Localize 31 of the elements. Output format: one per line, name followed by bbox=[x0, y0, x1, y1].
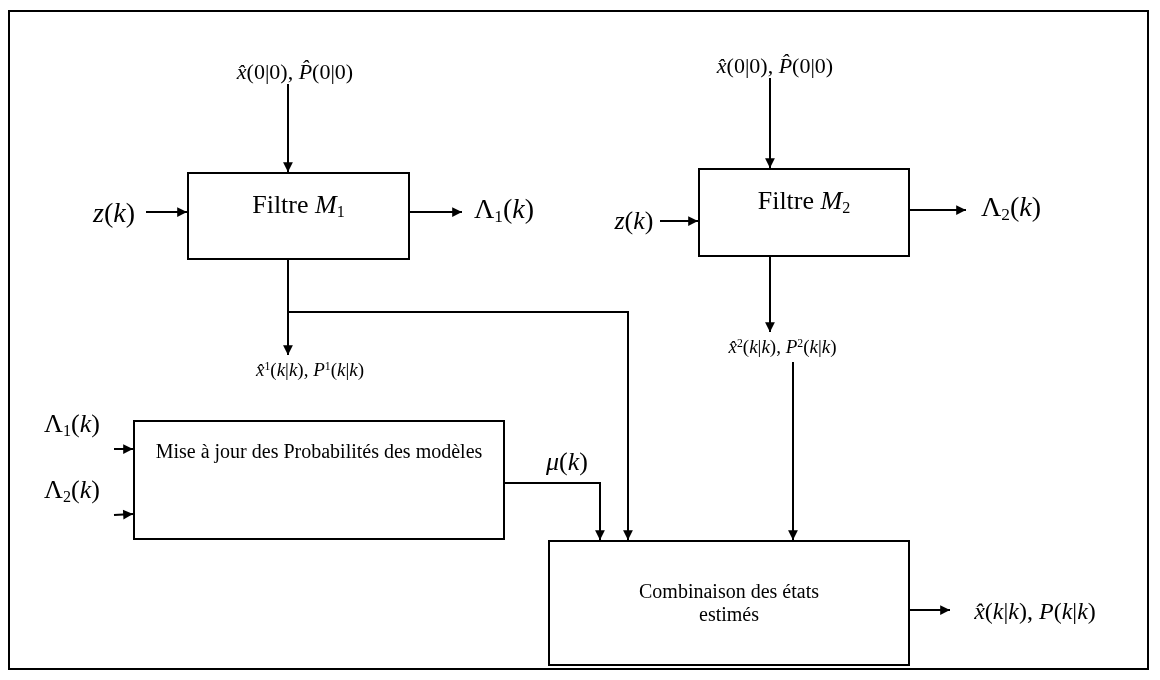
box-text: Combinaison des états estimés bbox=[638, 580, 820, 626]
math-label: x̂(k|k), P(k|k) bbox=[974, 598, 1096, 626]
arrow bbox=[909, 605, 951, 615]
arrow bbox=[113, 444, 134, 454]
arrow bbox=[504, 482, 605, 541]
box-text: Filtre M$_{2}$ bbox=[757, 186, 851, 218]
arrow bbox=[409, 207, 463, 217]
math-label: x̂$^{1}$(k|k), P$^{1}$(k|k) bbox=[256, 359, 364, 381]
arrow bbox=[765, 256, 775, 333]
box-text: Filtre M$_{1}$ bbox=[252, 190, 345, 222]
arrow bbox=[788, 361, 798, 541]
math-label: x̂$^{2}$(k|k), P$^{2}$(k|k) bbox=[728, 336, 837, 358]
math-label: z(k) bbox=[93, 196, 135, 230]
math-label: Λ$_{1}$(k) bbox=[473, 192, 535, 228]
arrow bbox=[909, 205, 967, 215]
math-label: Λ$_{2}$(k) bbox=[980, 190, 1042, 226]
math-label: x̂(0|0), P̂(0|0) bbox=[716, 52, 834, 78]
math-label: Λ$_{2}$(k) bbox=[44, 475, 100, 507]
math-label: Λ$_{1}$(k) bbox=[44, 409, 100, 441]
math-label: x̂(0|0), P̂(0|0) bbox=[236, 58, 354, 84]
process-box bbox=[548, 540, 910, 666]
process-box bbox=[698, 168, 910, 257]
box-text: Mise à jour des Probabilités des modèles bbox=[155, 440, 483, 463]
arrow bbox=[283, 83, 293, 173]
math-label: z(k) bbox=[614, 206, 654, 236]
process-box bbox=[187, 172, 410, 260]
arrow bbox=[145, 207, 188, 217]
process-box bbox=[133, 420, 505, 540]
arrow bbox=[765, 77, 775, 169]
arrow bbox=[113, 509, 134, 520]
arrow bbox=[659, 216, 699, 226]
